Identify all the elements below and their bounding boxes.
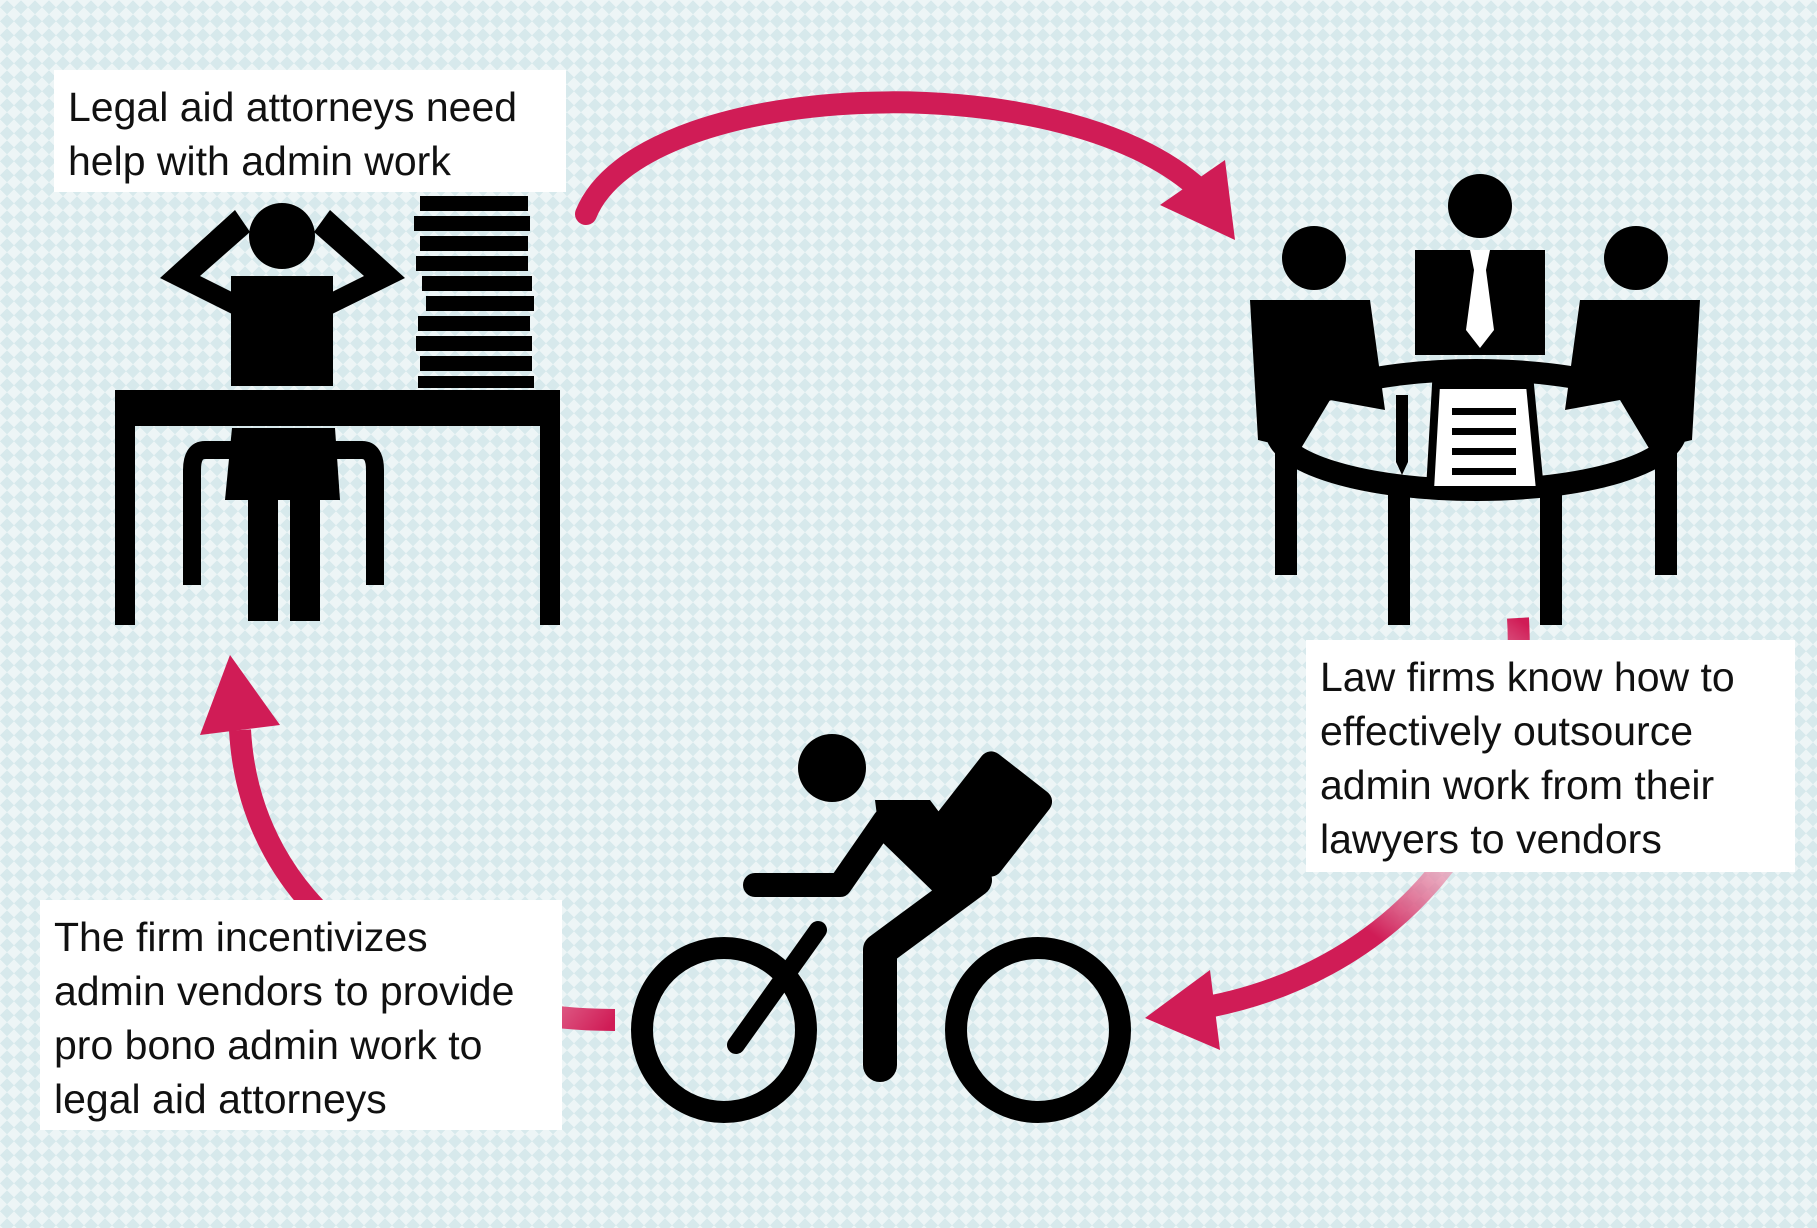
step-label-line: admin work from their: [1320, 762, 1715, 808]
step-label-line: lawyers to vendors: [1320, 816, 1662, 862]
cyclist-courier-icon: [631, 734, 1131, 1123]
stressed-worker-at-desk-icon: [115, 196, 560, 625]
meeting-table-icon: [1250, 174, 1700, 625]
step-label-line: Law firms know how to: [1320, 654, 1735, 700]
step-label-line: effectively outsource: [1320, 708, 1694, 754]
step-label-law-firms: Law firms know how to effectively outsou…: [1306, 640, 1795, 872]
step-label-line: The firm incentivizes: [54, 914, 428, 960]
step-label-line: pro bono admin work to: [54, 1022, 483, 1068]
step-label-line: legal aid attorneys: [54, 1076, 387, 1122]
step-label-vendors: The firm incentivizes admin vendors to p…: [40, 900, 562, 1130]
step-label-line: Legal aid attorneys need: [68, 84, 518, 130]
step-label-line: help with admin work: [68, 138, 451, 184]
arrow-to-law-firms: [575, 91, 1235, 240]
step-label-line: admin vendors to provide: [54, 968, 515, 1014]
step-label-legal-aid: Legal aid attorneys need help with admin…: [54, 70, 566, 192]
